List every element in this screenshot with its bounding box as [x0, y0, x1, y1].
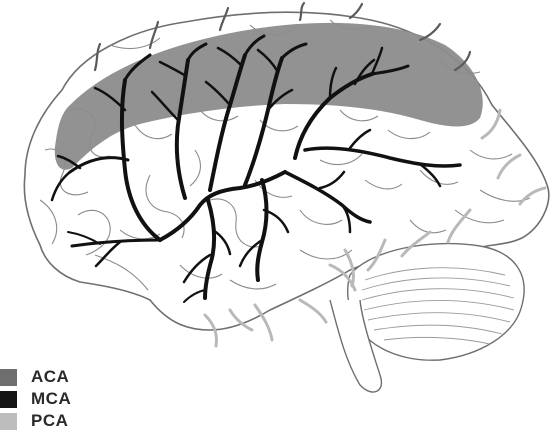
legend-item-aca: ACA — [0, 366, 71, 388]
legend-swatch-aca — [0, 368, 17, 386]
cerebellum — [347, 242, 525, 361]
legend-swatch-pca — [0, 412, 17, 430]
pca-vessels — [203, 108, 547, 348]
brainstem — [329, 299, 383, 393]
legend-item-mca: MCA — [0, 388, 71, 410]
legend-item-pca: PCA — [0, 410, 71, 432]
aca-vessels — [93, 1, 472, 72]
legend-label-aca: ACA — [31, 367, 70, 386]
mca-vessels — [50, 34, 462, 303]
legend-swatch-mca — [0, 390, 17, 408]
legend: ACA MCA PCA — [0, 366, 71, 432]
aca-territory — [54, 22, 483, 170]
legend-label-pca: PCA — [31, 411, 69, 430]
legend-label-mca: MCA — [31, 389, 72, 408]
